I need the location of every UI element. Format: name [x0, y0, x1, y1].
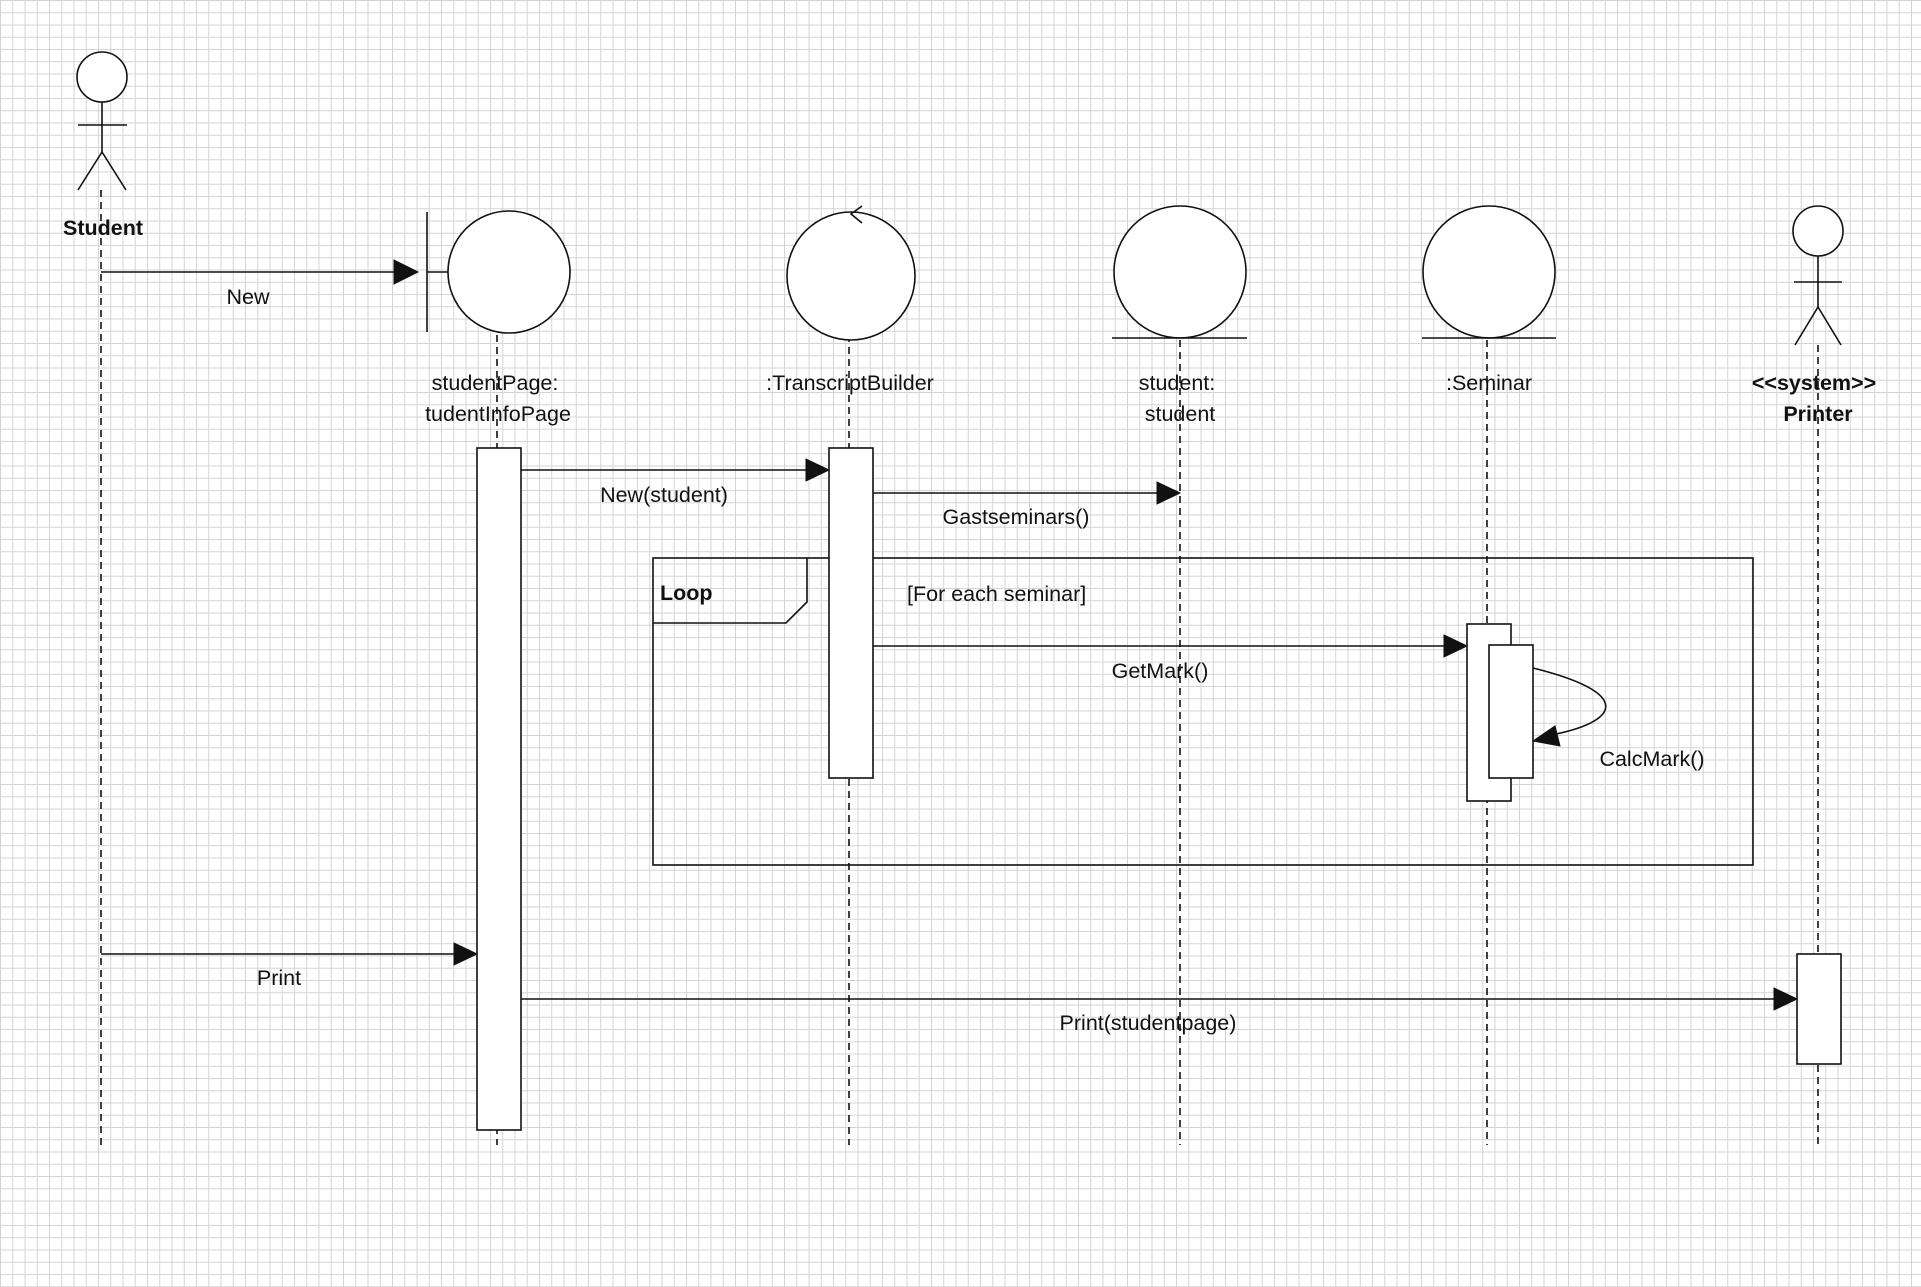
message-print-label: Print	[257, 966, 301, 990]
message-new-label: New	[226, 285, 269, 309]
message-new-student-label: New(student)	[600, 483, 728, 507]
printer-label: Printer	[1783, 402, 1853, 426]
printer-stereotype: <<system>>	[1752, 371, 1876, 395]
loop-operator-label: Loop	[660, 581, 713, 605]
message-new-student	[521, 458, 831, 482]
transcript-builder-label: :TranscriptBuilder	[766, 371, 934, 395]
entity-icon	[1112, 205, 1247, 339]
student-entity-name: student:	[1139, 371, 1216, 395]
actor-icon	[1792, 205, 1844, 346]
activation-bar-printer	[1796, 953, 1842, 1065]
message-print-studentpage	[521, 987, 1799, 1011]
activation-bar-seminar-nested	[1488, 644, 1534, 779]
message-calcmark	[1531, 667, 1607, 747]
activation-bar-transcript-builder	[828, 447, 874, 779]
message-gastseminars	[873, 481, 1182, 505]
message-getmark-label: GetMark()	[1112, 659, 1209, 683]
message-getmark	[873, 634, 1469, 658]
student-entity-type: student	[1145, 402, 1216, 426]
student-actor-label: Student	[63, 216, 143, 240]
message-print-studentpage-label: Print(studentpage)	[1060, 1011, 1237, 1035]
control-icon	[786, 205, 916, 341]
actor-icon	[76, 51, 128, 191]
message-gastseminars-label: Gastseminars()	[943, 505, 1090, 529]
seminar-label: :Seminar	[1446, 371, 1532, 395]
activation-bar-student-page	[476, 447, 522, 1131]
student-page-type: tudentInfoPage	[425, 402, 571, 426]
loop-guard-label: [For each seminar]	[907, 582, 1086, 606]
loop-fragment	[652, 557, 1754, 866]
message-print	[101, 942, 479, 966]
student-page-name: studentPage:	[432, 371, 559, 395]
message-new	[101, 259, 420, 285]
boundary-icon	[426, 210, 571, 334]
entity-icon	[1422, 205, 1556, 339]
message-calcmark-label: CalcMark()	[1599, 747, 1704, 771]
